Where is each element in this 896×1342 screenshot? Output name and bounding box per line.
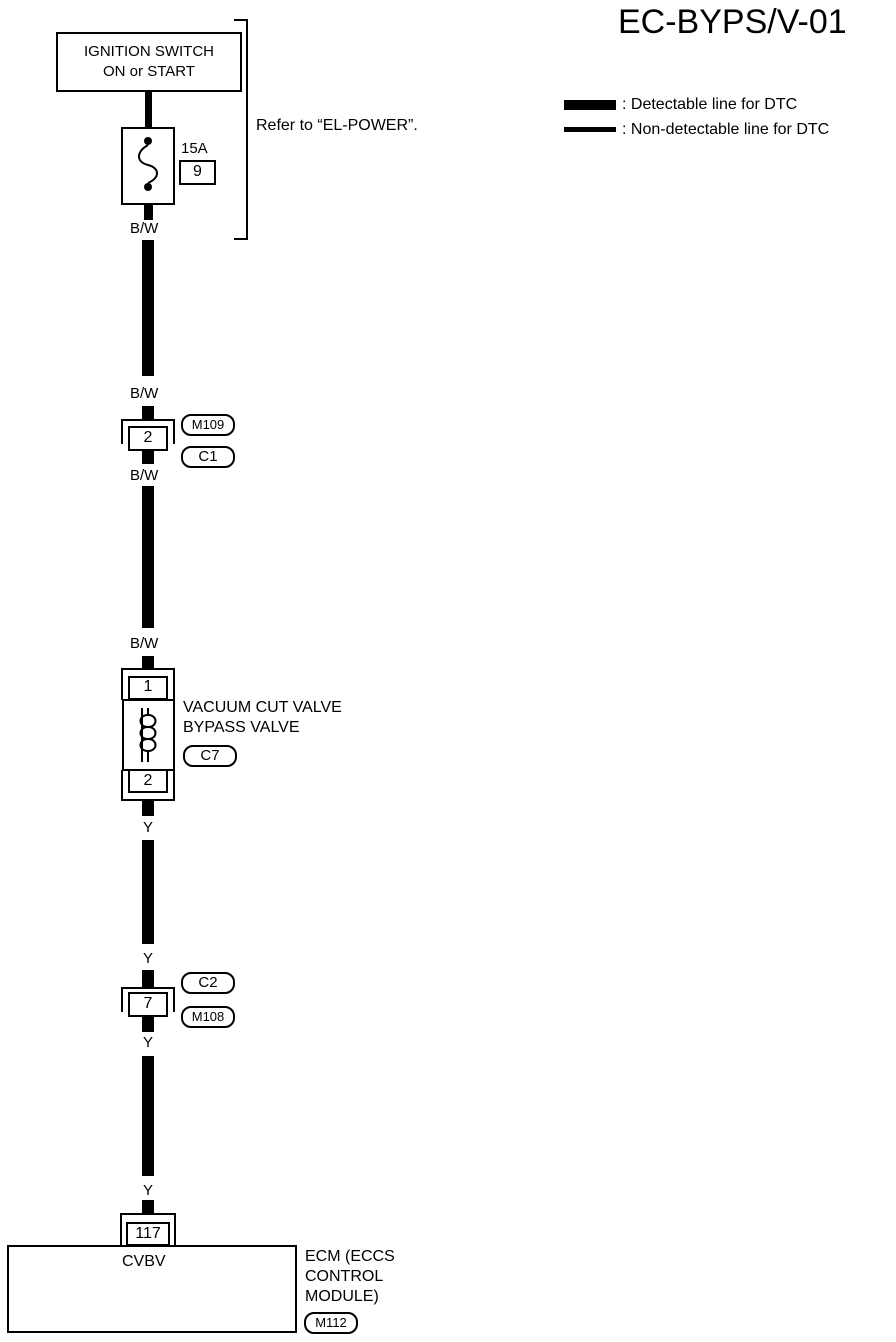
connector-m109-shell <box>121 419 175 444</box>
wire-color-bw-fuse: B/W <box>130 220 159 237</box>
wire-bw-stub-top <box>142 406 154 420</box>
wire-color-bw-valve: B/W <box>130 635 159 652</box>
wire-y-2 <box>142 1056 154 1176</box>
wire-color-y-valve: Y <box>143 819 154 836</box>
ecm-terminal-name: CVBV <box>122 1253 166 1270</box>
valve-coil-icon <box>139 708 157 762</box>
wire-y-stub-bottom <box>142 1016 154 1032</box>
ecm-name-line2: CONTROL <box>305 1268 384 1285</box>
valve-pin2-box <box>128 769 168 793</box>
refer-el-power: Refer to “EL-POWER”. <box>256 117 418 134</box>
wire-y-stub-ecm <box>142 1200 154 1214</box>
valve-connector-top-shell <box>121 668 175 700</box>
valve-name-line1: VACUUM CUT VALVE <box>183 699 342 716</box>
ecm-box <box>7 1245 297 1333</box>
el-power-bracket <box>234 19 248 240</box>
connector-c1-code: C1 <box>181 446 235 468</box>
fuse-number-box <box>179 160 216 185</box>
connector-c2-code: C2 <box>181 972 235 994</box>
wire-bw-2 <box>142 486 154 628</box>
connector-m108-shell <box>121 987 175 1012</box>
wire-bw-stub-bottom <box>142 450 154 464</box>
non-detectable-line-swatch <box>564 127 616 132</box>
valve-name-line2: BYPASS VALVE <box>183 719 300 736</box>
wire-y-1 <box>142 840 154 944</box>
legend-non-detectable-label: : Non-detectable line for DTC <box>622 121 830 138</box>
legend-detectable-label: : Detectable line for DTC <box>622 96 798 113</box>
wire-color-y-ecm: Y <box>143 1182 154 1199</box>
fuse-number: 9 <box>193 163 202 180</box>
wire-color-bw-m109-bottom: B/W <box>130 467 159 484</box>
wire-fuse-out <box>144 204 153 220</box>
page-title: EC-BYPS/V-01 <box>618 3 847 41</box>
wire-bw-1 <box>142 240 154 376</box>
valve-pin1: 1 <box>143 678 153 695</box>
ecm-name-line3: MODULE) <box>305 1288 379 1305</box>
wire-bw-stub-valve <box>142 656 154 669</box>
valve-connector-code: C7 <box>183 745 237 767</box>
wire-ign-fuse <box>145 91 152 128</box>
ignition-switch-line1: IGNITION SWITCH <box>84 43 214 60</box>
fuse-element <box>138 144 158 184</box>
connector-m109-pin: 2 <box>143 429 153 446</box>
fuse-rating: 15A <box>181 140 208 157</box>
connector-m108-pin: 7 <box>143 995 153 1012</box>
wire-color-y-m108-top: Y <box>143 950 154 967</box>
ecm-connector-shell <box>120 1213 176 1246</box>
wire-color-y-m108-bottom: Y <box>143 1034 154 1051</box>
ignition-switch-label: IGNITION SWITCH ON or START <box>57 42 241 82</box>
fuse-terminal-top <box>144 137 152 145</box>
fuse-terminal-bottom <box>144 183 152 191</box>
connector-m108-code: M108 <box>181 1006 235 1028</box>
ecm-connector-code: M112 <box>304 1312 358 1334</box>
connector-m109-code: M109 <box>181 414 235 436</box>
ignition-switch-line2: ON or START <box>103 63 195 80</box>
detectable-line-swatch <box>564 100 616 110</box>
valve-pin2: 2 <box>143 772 153 789</box>
legend: : Detectable line for DTC : Non-detectab… <box>560 96 890 142</box>
wire-y-stub-valve <box>142 800 154 816</box>
wire-color-bw-m109-top: B/W <box>130 385 159 402</box>
wire-y-stub-top <box>142 970 154 988</box>
ecm-pin: 117 <box>135 1225 161 1242</box>
ecm-name-line1: ECM (ECCS <box>305 1248 395 1265</box>
